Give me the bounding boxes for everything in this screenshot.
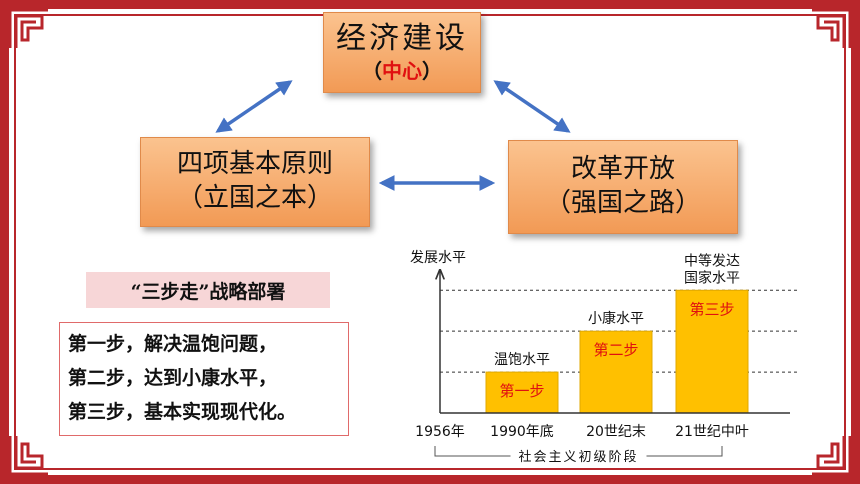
- box-note: （强国之路）: [544, 188, 701, 218]
- step-line-1: 第一步，解决温饱问题，: [68, 333, 278, 355]
- stage-bracket: [434, 446, 723, 457]
- box-note: （立国之本）: [176, 183, 333, 213]
- box-note: （中心）: [362, 59, 442, 84]
- step-line-2: 第二步，达到小康水平，: [68, 367, 278, 389]
- y-axis-label: 发展水平: [410, 250, 466, 266]
- corner-fret-top-left: [8, 8, 48, 48]
- stage-bracket-label: 社会主义初级阶段: [518, 449, 638, 465]
- box-four-principles: 四项基本原则 （立国之本）: [140, 137, 370, 227]
- x-tick-label: 1956年: [415, 424, 465, 440]
- bar: [675, 289, 749, 414]
- corner-fret-bottom-left: [8, 436, 48, 476]
- three-step-strategy-title: “三步走”战略部署: [86, 272, 330, 308]
- bar: [579, 330, 653, 414]
- arrow-center-right: [493, 80, 571, 133]
- bar: [485, 371, 559, 414]
- arrow-center-left: [215, 80, 293, 133]
- box-title: 四项基本原则: [176, 149, 333, 180]
- box-title: 经济建设: [336, 20, 468, 56]
- level-label: 国家水平: [684, 269, 740, 286]
- bar-label: 第一步: [499, 382, 544, 400]
- x-tick-label: 21世纪中叶: [675, 424, 749, 440]
- box-title: 改革开放: [570, 154, 675, 185]
- three-step-list: 第一步，解决温饱问题， 第二步，达到小康水平， 第三步，基本实现现代化。: [59, 322, 349, 436]
- box-reform-opening: 改革开放 （强国之路）: [508, 140, 738, 234]
- corner-fret-top-right: [812, 8, 852, 48]
- bar-label: 第三步: [689, 300, 734, 318]
- x-tick-label: 1990年底: [490, 424, 554, 440]
- bar-label: 第二步: [593, 341, 638, 359]
- box-economic-construction: 经济建设 （中心）: [323, 12, 481, 93]
- step-line-3: 第三步，基本实现现代化。: [68, 401, 297, 423]
- x-tick-label: 20世纪末: [586, 424, 646, 440]
- level-label: 小康水平: [588, 310, 644, 327]
- level-label: 温饱水平: [494, 352, 550, 368]
- corner-fret-bottom-right: [812, 436, 852, 476]
- level-label: 中等发达: [684, 252, 740, 269]
